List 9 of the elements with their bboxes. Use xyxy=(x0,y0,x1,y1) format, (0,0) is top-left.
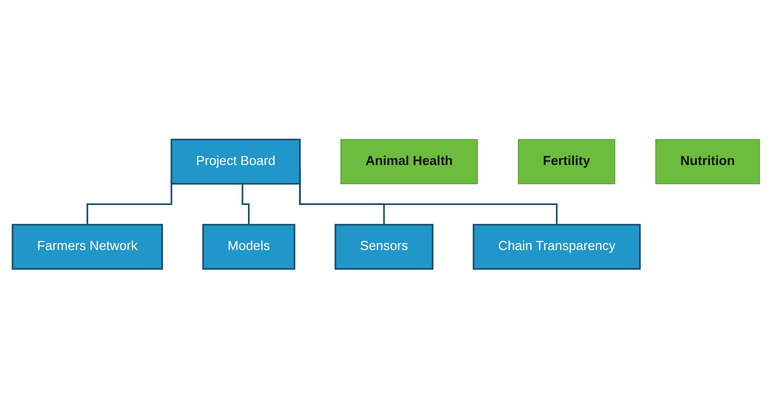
node-box: Project Board xyxy=(170,138,301,185)
node-box: Animal Health xyxy=(340,139,478,184)
node-box: Fertility xyxy=(518,139,616,184)
node-box: Chain Transparency xyxy=(472,224,641,270)
node-box: Nutrition xyxy=(655,139,760,184)
node-box: Farmers Network xyxy=(12,224,163,270)
connector xyxy=(242,184,250,226)
node-box: Sensors xyxy=(334,224,434,270)
node-box: Models xyxy=(202,224,296,270)
